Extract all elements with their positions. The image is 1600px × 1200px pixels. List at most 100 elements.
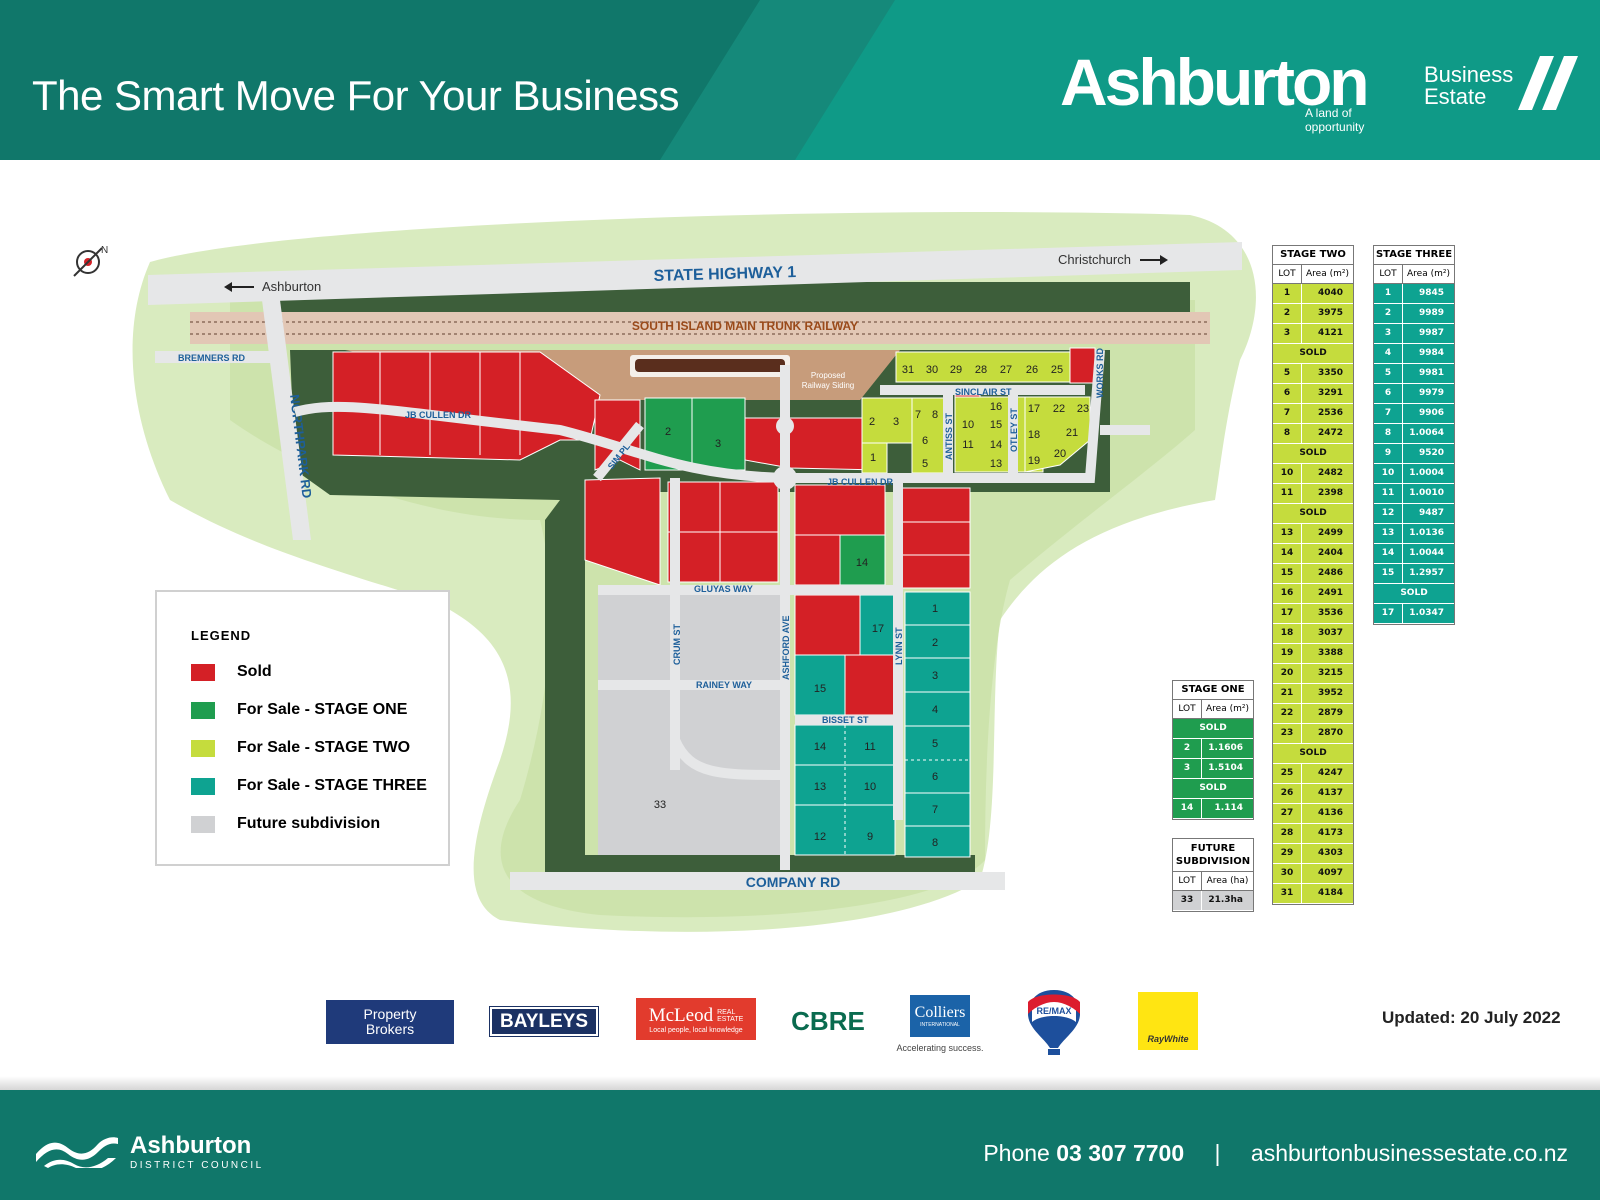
- road-label: ASHFORD AVE: [781, 615, 791, 680]
- svg-text:8: 8: [932, 409, 938, 421]
- lot-cell: 3: [1273, 324, 1302, 343]
- road-label: BISSET ST: [822, 715, 869, 725]
- brand-name: Ashburton: [1060, 45, 1370, 119]
- legend-item-stage-three: For Sale - STAGE THREE: [191, 776, 427, 796]
- svg-text:31: 31: [902, 364, 914, 376]
- separator: |: [1214, 1140, 1221, 1166]
- railway-corridor: [190, 312, 1210, 344]
- lot-cell: 10: [1374, 464, 1403, 483]
- area-cell: 1.2957: [1409, 568, 1444, 578]
- siding-label: Railway Siding: [802, 381, 854, 390]
- road-label: BREMNERS RD: [178, 353, 246, 363]
- direction-label: Christchurch: [1058, 252, 1131, 267]
- footer-banner: Ashburton DISTRICT COUNCIL Phone 03 307 …: [0, 1090, 1600, 1200]
- balloon-icon: [1028, 990, 1080, 1055]
- header-banner: The Smart Move For Your Business Ashburt…: [0, 0, 1600, 160]
- raywhite-logo[interactable]: RayWhite: [1138, 992, 1198, 1050]
- map-legend: LEGEND Sold For Sale - STAGE ONE For Sal…: [155, 590, 450, 866]
- svg-text:1: 1: [932, 603, 938, 615]
- website-link[interactable]: ashburtonbusinessestate.co.nz: [1250, 1140, 1568, 1166]
- area-cell: 3215: [1317, 668, 1343, 678]
- cbre-logo[interactable]: CBRE: [791, 1005, 865, 1036]
- arrow-left-icon: [224, 282, 232, 292]
- lot-cell: 27: [1273, 804, 1302, 823]
- legend-swatch: [191, 777, 215, 795]
- area-cell: 2486: [1317, 568, 1343, 578]
- area-cell: 9845: [1418, 288, 1444, 298]
- svg-text:6: 6: [922, 435, 928, 447]
- road-label: SINCLAIR ST: [955, 387, 1012, 397]
- area-cell: 4184: [1317, 888, 1343, 898]
- area-cell: 2472: [1317, 428, 1343, 438]
- svg-text:10: 10: [962, 419, 974, 431]
- lot-cell: 23: [1273, 724, 1302, 743]
- area-cell: 1.0010: [1409, 488, 1444, 498]
- lot-cell: 31: [1273, 884, 1302, 903]
- remax-balloon-logo[interactable]: RE/MAX: [1026, 988, 1082, 1056]
- area-cell: 3952: [1317, 688, 1343, 698]
- lot-cell: 25: [1273, 764, 1302, 783]
- footer-shadow: [0, 1076, 1600, 1090]
- area-cell: 2404: [1317, 548, 1343, 558]
- lot-numbers-stage-two: 31 30 29 28 27 26 25 2 3 7 8 6 5 1 16 10…: [869, 364, 1089, 470]
- table-title: STAGE ONE: [1173, 681, 1253, 700]
- area-cell: 2499: [1317, 528, 1343, 538]
- area-cell: 1.0004: [1409, 468, 1444, 478]
- bayleys-logo[interactable]: BAYLEYS: [489, 1006, 599, 1037]
- lot-numbers-stage-three: 1 2 3 4 5 6 7 8 17 15 14 11 13 10 12 9: [814, 603, 938, 849]
- area-cell: 2536: [1317, 408, 1343, 418]
- svg-text:3: 3: [932, 670, 938, 682]
- lot-cell: 6: [1374, 384, 1403, 403]
- planting-buffer: [545, 855, 975, 877]
- svg-text:13: 13: [814, 781, 826, 793]
- svg-text:17: 17: [872, 623, 884, 635]
- colliers-logo[interactable]: Colliers INTERNATIONAL: [910, 995, 970, 1037]
- table-title: STAGE TWO: [1273, 246, 1353, 265]
- lot-cell: 18: [1273, 624, 1302, 643]
- svg-text:23: 23: [1077, 403, 1089, 415]
- lot-cell: 1: [1374, 284, 1403, 303]
- area-cell: 1.0136: [1409, 528, 1444, 538]
- table-row: SOLD: [1273, 444, 1353, 464]
- direction-label: Ashburton: [262, 279, 321, 294]
- road-label: LYNN ST: [894, 627, 904, 665]
- svg-text:26: 26: [1026, 364, 1038, 376]
- area-cell: 4303: [1317, 848, 1343, 858]
- phone-number[interactable]: 03 307 7700: [1056, 1140, 1185, 1166]
- legend-item-sold: Sold: [191, 662, 272, 682]
- state-highway: [148, 242, 1242, 305]
- page-tagline: The Smart Move For Your Business: [32, 72, 679, 119]
- area-cell: 3388: [1317, 648, 1343, 658]
- internal-roads: [293, 349, 1150, 870]
- council-subtitle: DISTRICT COUNCIL: [130, 1160, 264, 1171]
- svg-text:13: 13: [990, 458, 1002, 470]
- north-label: N: [101, 245, 108, 256]
- area-cell: 4247: [1317, 768, 1343, 778]
- svg-text:15: 15: [990, 419, 1002, 431]
- area-cell: 1.0347: [1409, 608, 1444, 618]
- table-row: SOLD: [1173, 779, 1253, 799]
- svg-text:4: 4: [932, 704, 938, 716]
- table-row: SOLD: [1273, 344, 1353, 364]
- svg-text:18: 18: [1028, 429, 1040, 441]
